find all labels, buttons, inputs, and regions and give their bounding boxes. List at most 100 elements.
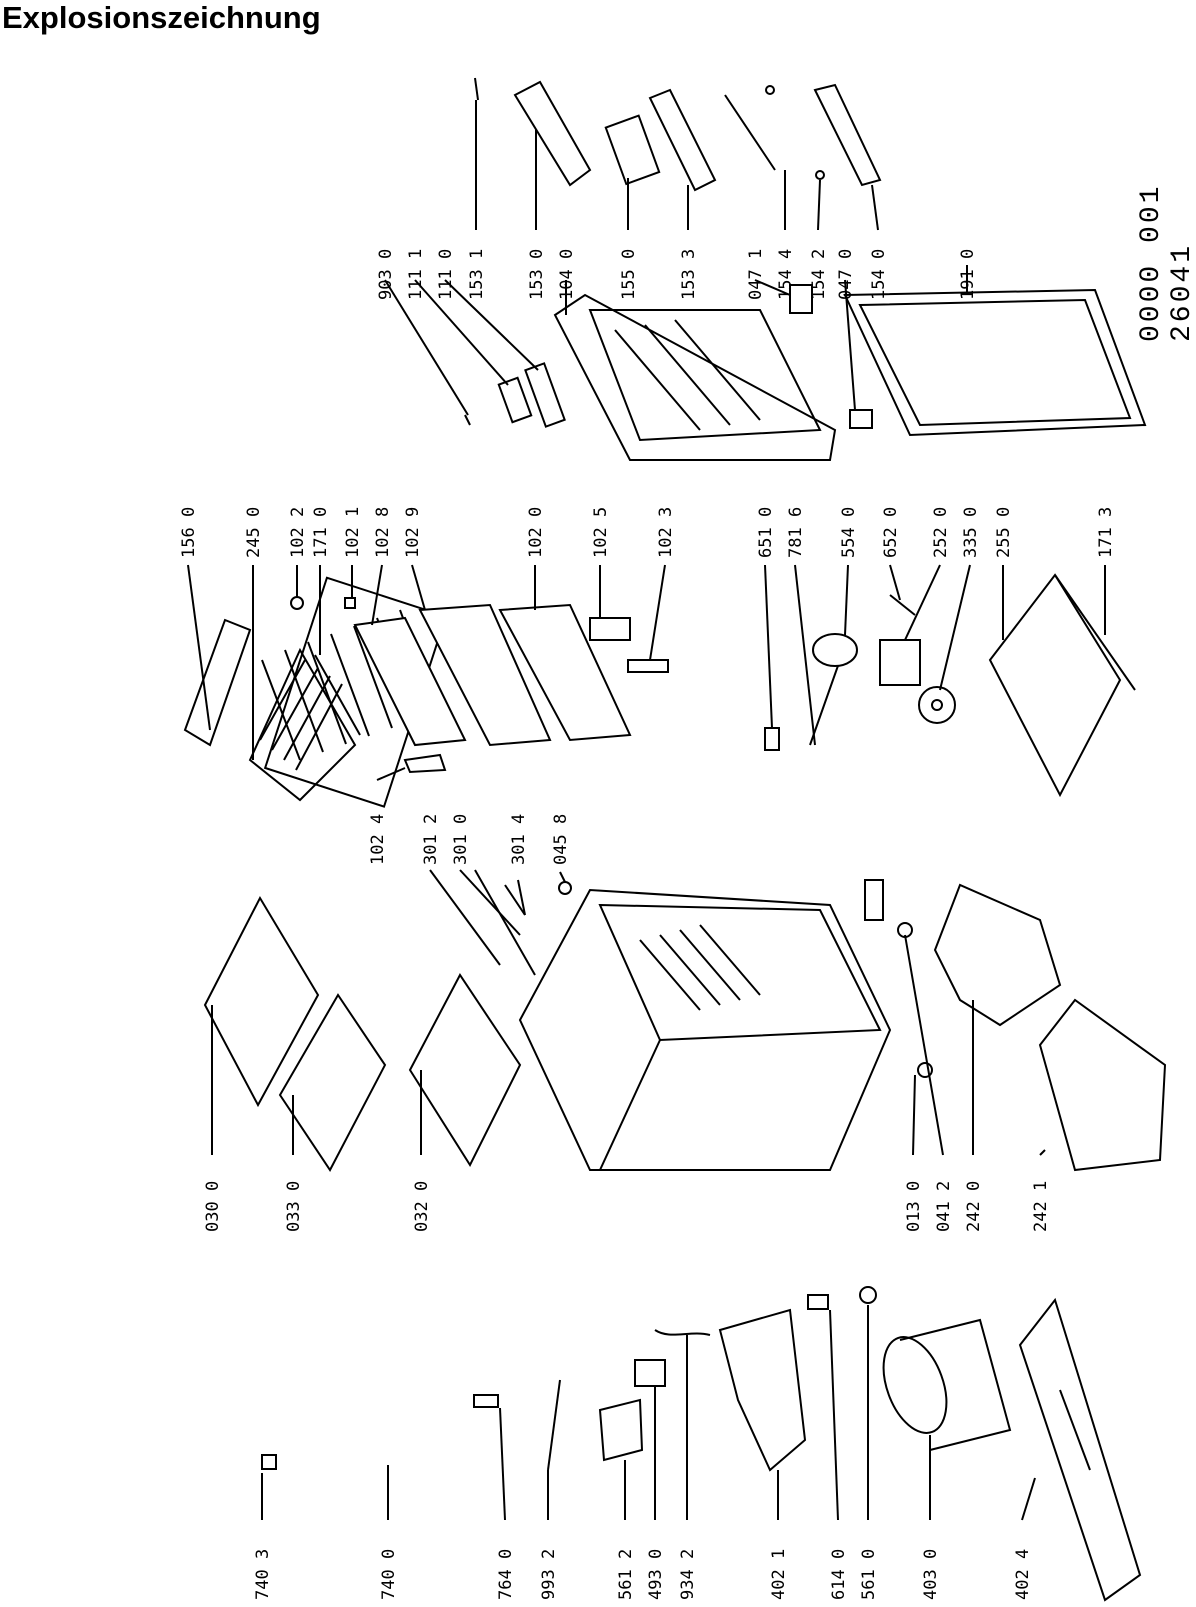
part-561-0	[859, 1286, 877, 1304]
label-047-1: 047 1	[746, 249, 766, 300]
part-301-0	[474, 869, 536, 976]
label-242-1: 242 1	[1031, 1181, 1051, 1232]
part-154-0	[813, 83, 882, 187]
label-255-0: 255 0	[994, 507, 1014, 558]
label-155-0: 155 0	[619, 249, 639, 300]
label-561-0: 561 0	[859, 1549, 879, 1600]
part-013-0	[897, 922, 913, 938]
door-gasket	[843, 288, 1147, 437]
part-934-2	[654, 1329, 711, 1336]
part-102-4	[403, 753, 447, 774]
label-153-3: 153 3	[679, 249, 699, 300]
part-242-1	[1038, 998, 1167, 1172]
label-032-0: 032 0	[412, 1181, 432, 1232]
part-993-2	[547, 1379, 561, 1471]
part-402-4	[1018, 1297, 1142, 1602]
part-045-8	[558, 881, 572, 895]
part-561-2	[598, 1398, 644, 1462]
label-102-1: 102 1	[343, 507, 363, 558]
part-153-1	[474, 77, 479, 101]
part-781-6	[809, 659, 841, 746]
label-102-3: 102 3	[656, 507, 676, 558]
part-047-1	[789, 284, 813, 314]
label-561-2: 561 2	[616, 1549, 636, 1600]
part-153-0	[513, 80, 592, 187]
part-102-2	[290, 596, 304, 610]
part-493-0	[634, 1359, 666, 1387]
part-102-5	[589, 617, 631, 641]
label-102-9: 102 9	[403, 507, 423, 558]
label-651-0: 651 0	[756, 507, 776, 558]
label-154-2: 154 2	[809, 249, 829, 300]
label-934-2: 934 2	[678, 1549, 698, 1600]
label-156-0: 156 0	[179, 507, 199, 558]
label-245-0: 245 0	[244, 507, 264, 558]
label-102-8: 102 8	[373, 507, 393, 558]
part-102-3	[627, 659, 669, 673]
part-154-4	[765, 85, 775, 95]
part-153-3	[648, 88, 717, 192]
part-242-0	[933, 883, 1062, 1027]
label-013-0: 013 0	[904, 1181, 924, 1232]
part-102-8	[353, 616, 467, 747]
label-301-2: 301 2	[421, 814, 441, 865]
label-111-1: 111 1	[406, 249, 426, 300]
label-102-2: 102 2	[288, 507, 308, 558]
cabinet-body	[518, 888, 892, 1171]
label-740-3: 740 3	[253, 1549, 273, 1600]
label-171-0: 171 0	[311, 507, 331, 558]
part-102-0	[498, 603, 632, 742]
label-154-0: 154 0	[869, 249, 889, 300]
label-781-6: 781 6	[786, 507, 806, 558]
part-102-1	[344, 597, 356, 609]
part-156-0	[183, 618, 252, 747]
label-045-8: 045 8	[551, 814, 571, 865]
part-614-0	[807, 1294, 829, 1310]
page-title: Explosionszeichnung	[2, 0, 321, 35]
label-301-4: 301 4	[509, 814, 529, 865]
label-171-3: 171 3	[1096, 507, 1116, 558]
label-191-0: 191 0	[958, 249, 978, 300]
label-652-0: 652 0	[881, 507, 901, 558]
part-111-1	[497, 376, 533, 424]
part-047-0	[849, 409, 873, 429]
part-030-0	[203, 895, 320, 1108]
label-102-4: 102 4	[368, 814, 388, 865]
part-335-0	[918, 686, 956, 724]
label-047-0: 047 0	[836, 249, 856, 300]
part-032-0	[408, 973, 522, 1168]
part-154-2	[815, 170, 825, 180]
label-903-0: 903 0	[376, 249, 396, 300]
compressor	[882, 1318, 1012, 1451]
part-245-0	[248, 647, 357, 802]
part-740-3	[261, 1454, 277, 1470]
part-903-0	[464, 414, 471, 426]
part-255-0	[988, 573, 1122, 798]
part-171-3	[1054, 574, 1136, 691]
part-111-0	[524, 362, 566, 428]
label-335-0: 335 0	[961, 507, 981, 558]
part-102-9	[418, 603, 552, 747]
label-614-0: 614 0	[829, 1549, 849, 1600]
label-030-0: 030 0	[203, 1181, 223, 1232]
part-402-1	[718, 1308, 807, 1472]
label-102-0: 102 0	[526, 507, 546, 558]
part-554-0	[812, 633, 858, 667]
part-155-0	[604, 114, 661, 186]
label-993-2: 993 2	[539, 1549, 559, 1600]
part-047-1-rod	[724, 94, 776, 171]
label-154-4: 154 4	[776, 249, 796, 300]
label-104-0: 104 0	[557, 249, 577, 300]
label-102-5: 102 5	[591, 507, 611, 558]
parts	[183, 77, 1167, 1602]
part-301-4	[504, 884, 526, 916]
part-651-0	[764, 727, 780, 751]
part-labels: 740 3 740 0 764 0 993 2 561 2 493 0 934 …	[179, 249, 1116, 1600]
label-402-1: 402 1	[769, 1549, 789, 1600]
part-652-0	[889, 594, 916, 616]
label-033-0: 033 0	[284, 1181, 304, 1232]
label-153-0: 153 0	[527, 249, 547, 300]
part-252-0	[879, 639, 921, 686]
label-111-0: 111 0	[436, 249, 456, 300]
